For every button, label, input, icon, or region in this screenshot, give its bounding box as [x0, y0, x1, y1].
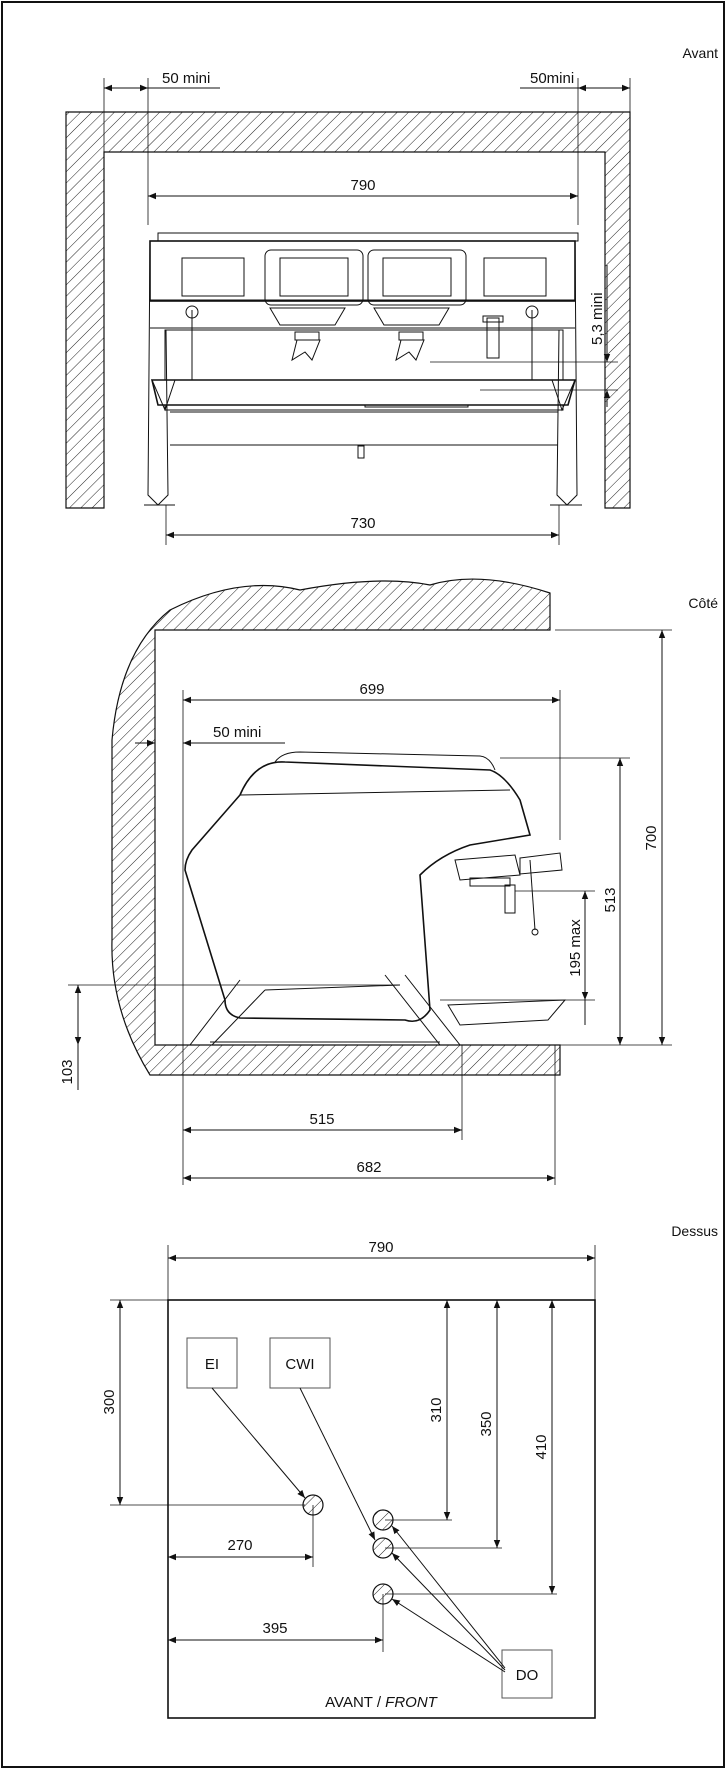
side-depth-label: 699 — [359, 681, 384, 698]
top-view: Dessus 790 300 310 350 410 270 395 — [101, 1223, 718, 1719]
hole1-depth-label: 310 — [428, 1397, 445, 1422]
clearance-left-label: 50 mini — [162, 70, 210, 87]
ei-offset-label: 270 — [227, 1537, 252, 1554]
side-base-depth-label: 682 — [356, 1159, 381, 1176]
clearance-right-label: 50mini — [530, 70, 574, 87]
portafilter-1 — [291, 339, 321, 362]
side-wall — [111, 578, 561, 1076]
cwi-label-box — [269, 1337, 331, 1389]
front-indicator-fr: AVANT / — [325, 1694, 385, 1711]
side-group-head — [454, 854, 521, 881]
ei-connection-hole — [302, 1494, 324, 1516]
group-head-1 — [269, 307, 346, 326]
side-view: Côté 699 50 mini — [59, 578, 718, 1185]
side-leg-back — [384, 974, 462, 1046]
cup-clearance-label: 5,3 mini — [589, 292, 606, 345]
front-wall — [65, 111, 631, 509]
front-view: Avant 50 mini 50mini 790 — [65, 45, 718, 545]
display-4 — [483, 257, 547, 297]
top-width-label: 790 — [368, 1239, 393, 1256]
cwi-label: CWI — [285, 1356, 314, 1373]
display-1 — [181, 257, 245, 297]
drain-hole-2 — [372, 1537, 394, 1559]
front-view-title: Avant — [682, 45, 718, 61]
front-indicator-en: FRONT — [385, 1694, 438, 1711]
display-3 — [382, 257, 452, 297]
machine-body — [184, 761, 532, 1023]
portafilter-2 — [395, 339, 425, 362]
ei-label: EI — [205, 1356, 219, 1373]
hot-water-spout — [486, 317, 500, 359]
hole3-depth-label: 410 — [533, 1434, 550, 1459]
ei-label-box — [186, 1337, 238, 1389]
side-total-height-label: 700 — [643, 825, 660, 850]
drain-hole-3 — [372, 1583, 394, 1605]
drip-tray — [150, 379, 577, 406]
machine-top-outline — [167, 1299, 596, 1719]
do-label-box — [501, 1649, 553, 1699]
foot-span-label: 515 — [309, 1111, 334, 1128]
front-base-width-label: 730 — [350, 515, 375, 532]
front-indicator: AVANT / FRONT — [325, 1694, 439, 1711]
cup-height-label: 195 max — [567, 919, 584, 977]
side-portafilter-handle — [519, 852, 563, 875]
do-label: DO — [516, 1667, 539, 1684]
display-2 — [279, 257, 349, 297]
machine-side — [184, 751, 567, 1046]
side-drip-tray — [447, 999, 567, 1026]
ei-depth-label: 300 — [101, 1389, 118, 1414]
front-width-label: 790 — [350, 177, 375, 194]
side-leg-front — [188, 979, 266, 1046]
side-clearance-label: 50 mini — [213, 724, 261, 741]
side-body-height-label: 513 — [602, 887, 619, 912]
drain-hole-1 — [372, 1509, 394, 1531]
foot-height-label: 103 — [59, 1059, 76, 1084]
group-head-2 — [373, 307, 450, 326]
machine-front — [144, 232, 582, 506]
do-offset-label: 395 — [262, 1620, 287, 1637]
top-view-title: Dessus — [671, 1223, 718, 1239]
side-view-title: Côté — [688, 595, 718, 611]
hole2-depth-label: 350 — [478, 1411, 495, 1436]
